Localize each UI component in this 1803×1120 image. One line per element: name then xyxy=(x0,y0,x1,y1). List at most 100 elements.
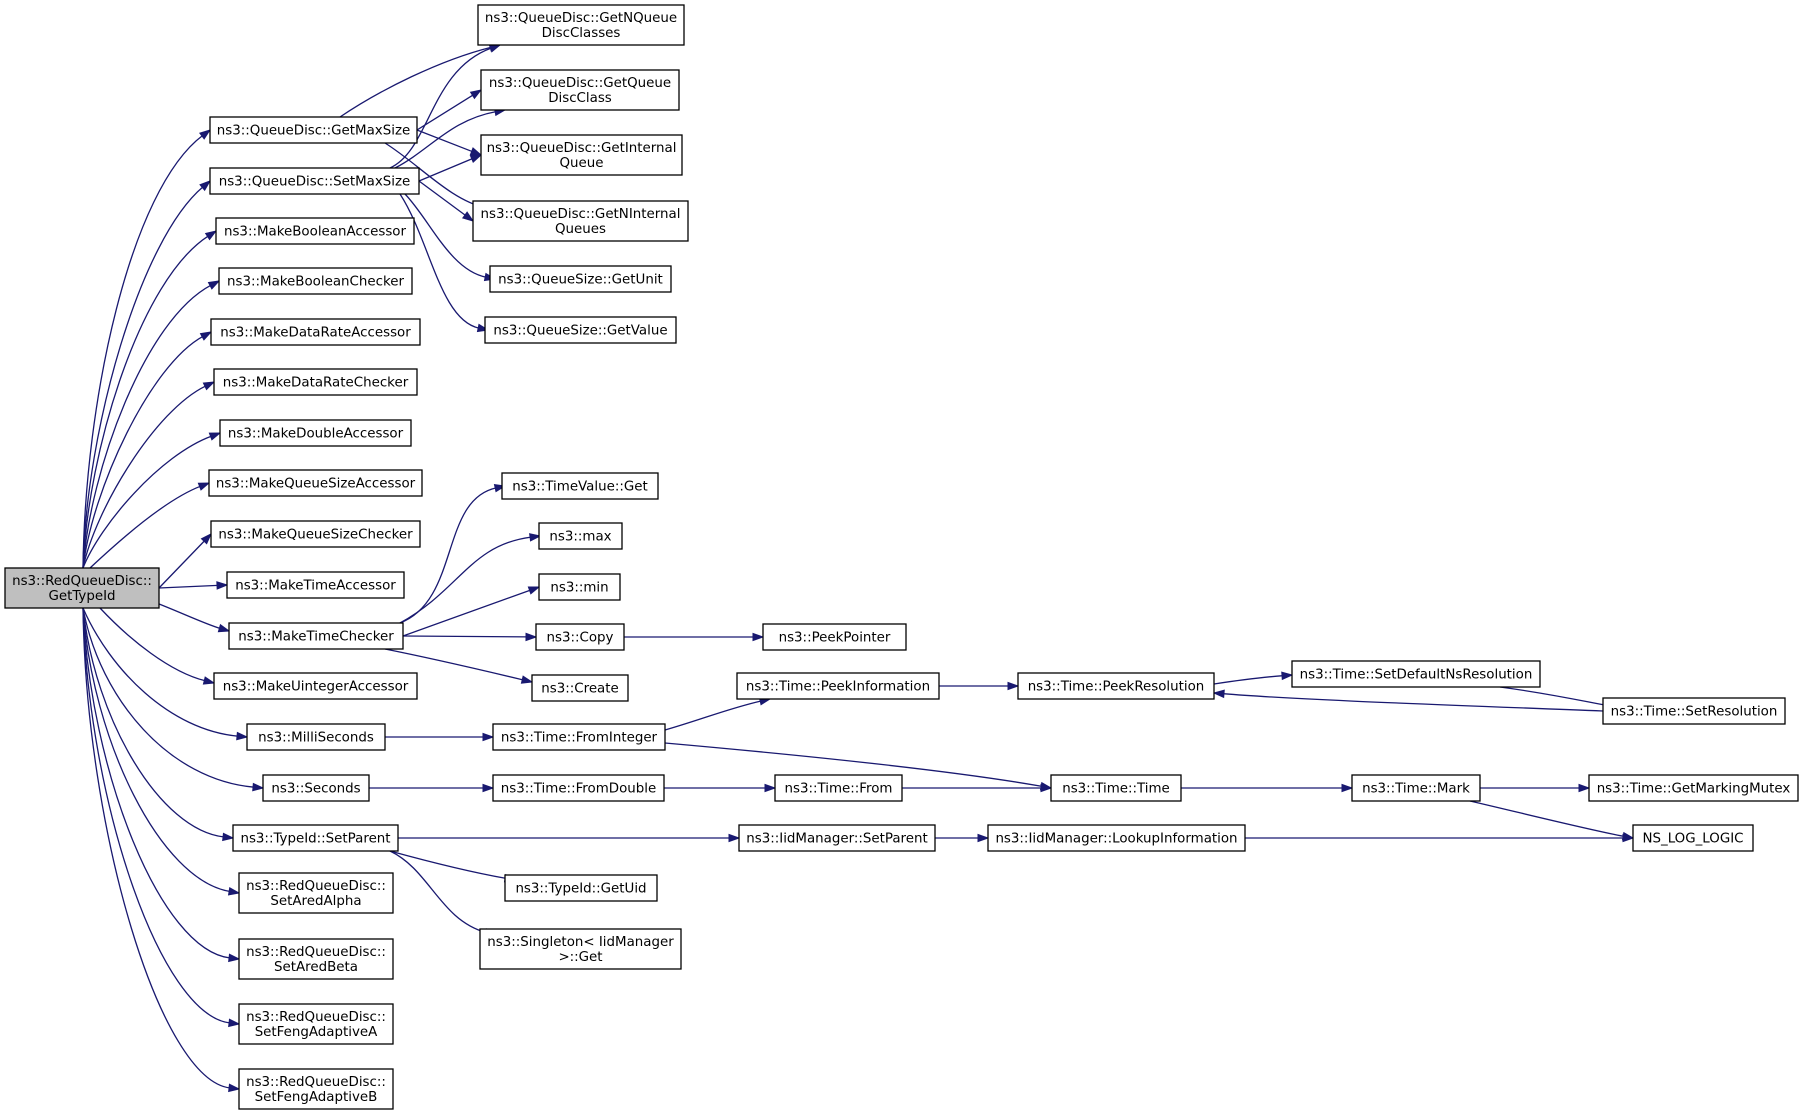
node-mk_dr_acc[interactable]: ns3::MakeDataRateAccessor xyxy=(210,318,421,346)
node-label: Queues xyxy=(555,222,606,237)
edge-t_mark-to-ns_log_logic xyxy=(1469,800,1635,841)
node-iid_lookup[interactable]: ns3::IidManager::LookupInformation xyxy=(987,824,1246,852)
edge-root-to-mk_dbl_acc xyxy=(82,432,222,569)
node-box xyxy=(489,265,672,293)
node-label: ns3::max xyxy=(549,530,611,545)
node-seconds[interactable]: ns3::Seconds xyxy=(262,774,370,802)
node-ns_log_logic[interactable]: NS_LOG_LOGIC xyxy=(1632,824,1754,852)
node-label: DiscClass xyxy=(548,91,612,106)
node-label: ns3::PeekPointer xyxy=(779,631,891,646)
node-box xyxy=(210,318,421,346)
node-mk_bool_acc[interactable]: ns3::MakeBooleanAccessor xyxy=(215,217,415,245)
node-box xyxy=(736,672,940,700)
node-t_time[interactable]: ns3::Time::Time xyxy=(1050,774,1182,802)
node-t_setres[interactable]: ns3::Time::SetResolution xyxy=(1602,697,1786,725)
node-mk_qs_chk[interactable]: ns3::MakeQueueSizeChecker xyxy=(210,520,421,548)
node-label: ns3::RedQueueDisc:: xyxy=(246,1075,386,1090)
node-label: ns3::QueueDisc::GetNInternal xyxy=(481,207,681,222)
node-t_from[interactable]: ns3::Time::From xyxy=(774,774,903,802)
edge-root-to-qd_getmaxsize xyxy=(82,129,212,569)
node-t_frominteger[interactable]: ns3::Time::FromInteger xyxy=(492,723,666,751)
edge-t_from-to-t_time xyxy=(902,783,1053,793)
node-tid_getuid[interactable]: ns3::TypeId::GetUid xyxy=(504,874,658,902)
node-label: ns3::MakeDataRateAccessor xyxy=(220,326,411,341)
node-min[interactable]: ns3::min xyxy=(538,573,621,601)
node-label: ns3::Create xyxy=(541,682,619,697)
node-tid_setparent[interactable]: ns3::TypeId::SetParent xyxy=(232,824,399,852)
edge-qd_setmaxsize-to-qd_getniq xyxy=(418,180,475,222)
node-box xyxy=(987,824,1246,852)
node-copy[interactable]: ns3::Copy xyxy=(535,623,625,651)
node-mk_dbl_acc[interactable]: ns3::MakeDoubleAccessor xyxy=(219,419,412,447)
node-label: SetAredAlpha xyxy=(270,894,361,909)
node-box xyxy=(213,672,418,700)
node-qs_getvalue[interactable]: ns3::QueueSize::GetValue xyxy=(484,316,677,344)
edge-root-to-mk_time_acc xyxy=(158,581,229,590)
node-root[interactable]: ns3::RedQueueDisc::GetTypeId xyxy=(4,567,160,609)
node-label: ns3::QueueDisc::SetMaxSize xyxy=(219,175,411,190)
node-qs_getunit[interactable]: ns3::QueueSize::GetUnit xyxy=(489,265,672,293)
node-box xyxy=(238,1003,394,1045)
node-mk_dr_chk[interactable]: ns3::MakeDataRateChecker xyxy=(213,368,418,396)
node-box xyxy=(477,4,685,46)
node-label: ns3::Time::SetResolution xyxy=(1611,705,1778,720)
node-box xyxy=(479,928,682,970)
node-mk_qs_acc[interactable]: ns3::MakeQueueSizeAccessor xyxy=(208,469,423,497)
edge-root-to-mk_dr_acc xyxy=(82,331,213,569)
node-mk_bool_chk[interactable]: ns3::MakeBooleanChecker xyxy=(218,267,413,295)
node-set_ared_alpha[interactable]: ns3::RedQueueDisc::SetAredAlpha xyxy=(238,872,394,914)
edge-root-to-mk_bool_chk xyxy=(82,280,221,569)
node-t_getmutex[interactable]: ns3::Time::GetMarkingMutex xyxy=(1588,774,1799,802)
node-box xyxy=(238,938,394,980)
node-label: SetFengAdaptiveA xyxy=(255,1025,378,1040)
node-mk_time_chk[interactable]: ns3::MakeTimeChecker xyxy=(228,622,404,650)
node-t_fromdouble[interactable]: ns3::Time::FromDouble xyxy=(492,774,665,802)
node-t_mark[interactable]: ns3::Time::Mark xyxy=(1351,774,1481,802)
node-box xyxy=(1351,774,1481,802)
node-label: ns3::Singleton< IidManager xyxy=(487,935,674,950)
edge-iid_setparent-to-iid_lookup xyxy=(935,833,990,843)
edge-t_fromdouble-to-t_from xyxy=(664,783,777,793)
node-iid_setparent[interactable]: ns3::IidManager::SetParent xyxy=(738,824,936,852)
node-box xyxy=(238,1068,394,1110)
edge-root-to-set_feng_b xyxy=(82,607,241,1093)
node-qd_setmaxsize[interactable]: ns3::QueueDisc::SetMaxSize xyxy=(209,167,420,195)
node-label: ns3::Time::FromDouble xyxy=(501,782,656,797)
node-qd_getmaxsize[interactable]: ns3::QueueDisc::GetMaxSize xyxy=(209,116,418,144)
node-box xyxy=(208,469,423,497)
node-mk_uint_acc[interactable]: ns3::MakeUintegerAccessor xyxy=(213,672,418,700)
node-label: ns3::MakeDoubleAccessor xyxy=(228,427,404,442)
node-label: ns3::Time::From xyxy=(785,782,893,797)
node-t_setdefns[interactable]: ns3::Time::SetDefaultNsResolution xyxy=(1291,660,1541,688)
node-max[interactable]: ns3::max xyxy=(538,522,623,550)
node-box xyxy=(226,571,405,599)
node-create[interactable]: ns3::Create xyxy=(531,674,629,702)
node-box xyxy=(1050,774,1182,802)
node-mk_time_acc[interactable]: ns3::MakeTimeAccessor xyxy=(226,571,405,599)
node-label: ns3::QueueDisc::GetNQueue xyxy=(485,11,677,26)
node-box xyxy=(1291,660,1541,688)
edge-t_setres-to-t_peekres xyxy=(1212,689,1604,712)
node-box xyxy=(232,824,399,852)
node-singleton_get[interactable]: ns3::Singleton< IidManager>::Get xyxy=(479,928,682,970)
node-label: ns3::RedQueueDisc:: xyxy=(246,945,386,960)
node-set_feng_a[interactable]: ns3::RedQueueDisc::SetFengAdaptiveA xyxy=(238,1003,394,1045)
node-tv_get[interactable]: ns3::TimeValue::Get xyxy=(501,472,659,500)
node-millis[interactable]: ns3::MilliSeconds xyxy=(246,723,386,751)
edge-copy-to-peekpointer xyxy=(624,632,765,642)
node-t_peekinfo[interactable]: ns3::Time::PeekInformation xyxy=(736,672,940,700)
node-label: ns3::QueueSize::GetValue xyxy=(493,324,667,339)
edge-root-to-mk_qs_acc xyxy=(89,482,211,569)
node-set_ared_beta[interactable]: ns3::RedQueueDisc::SetAredBeta xyxy=(238,938,394,980)
node-peekpointer[interactable]: ns3::PeekPointer xyxy=(762,623,907,651)
node-box xyxy=(1017,672,1215,700)
node-t_peekres[interactable]: ns3::Time::PeekResolution xyxy=(1017,672,1215,700)
node-label: ns3::TypeId::GetUid xyxy=(515,882,646,897)
edge-root-to-mk_dr_chk xyxy=(82,381,216,569)
node-set_feng_b[interactable]: ns3::RedQueueDisc::SetFengAdaptiveB xyxy=(238,1068,394,1110)
